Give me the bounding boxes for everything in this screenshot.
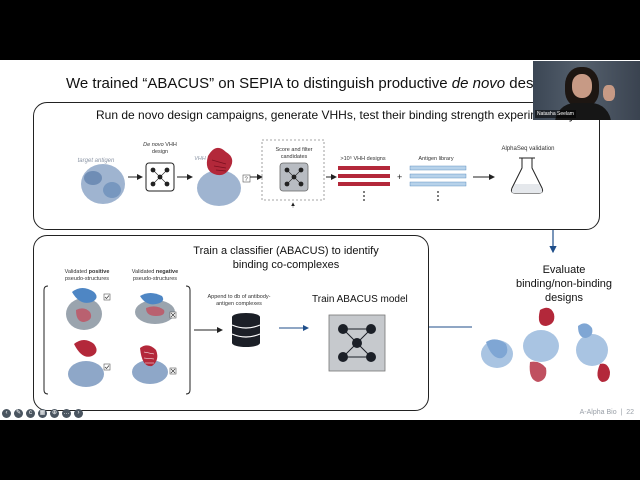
presentation-controls: ‹ ✎ c ▦ ⊕ … ›: [2, 409, 83, 418]
zoom-icon[interactable]: ⊕: [50, 409, 59, 418]
evaluate-heading: Evaluate binding/non-binding designs: [515, 264, 613, 304]
score-filter-label: Score and filter candidates: [275, 147, 313, 160]
vhh-designs-label: >10⁵ VHH designs: [340, 156, 386, 162]
append-db-label: Append to db of antibody-antigen complex…: [207, 294, 271, 307]
next-slide-icon[interactable]: ›: [74, 409, 83, 418]
previous-slide-icon[interactable]: ‹: [2, 409, 11, 418]
positive-structure-icon: [68, 340, 111, 387]
negative-structure-icon: [135, 293, 177, 324]
run-campaign-heading: Run de novo design campaigns, generate V…: [96, 108, 575, 122]
slide-footer: A-Alpha Bio | 22: [579, 409, 634, 416]
captions-icon[interactable]: c: [26, 409, 35, 418]
svg-text:?: ?: [245, 177, 249, 183]
train-classifier-panel: [33, 235, 429, 411]
antigen-library-label: Antigen library: [418, 156, 454, 162]
evaluated-structure-icon: [481, 339, 513, 368]
more-icon[interactable]: …: [62, 409, 71, 418]
de-novo-design-label: De novo VHH design: [143, 142, 177, 155]
antigen-library-bars-icon: [409, 165, 467, 201]
database-icon: [231, 313, 261, 347]
train-model-label: Train ABACUS model: [312, 294, 408, 305]
validated-negative-label: Validated negative pseudo-structures: [131, 269, 179, 282]
svg-text:+: +: [397, 172, 402, 182]
vhh-label: VHH: [194, 156, 206, 162]
vhh-designs-bars-icon: [338, 166, 390, 201]
flask-icon: [510, 157, 544, 194]
score-network-icon: [279, 162, 309, 192]
participant-name: Natasha Seelam: [535, 110, 576, 118]
speaker-face: [572, 74, 592, 98]
positive-structure-icon: [66, 288, 111, 330]
speaker-hand: [603, 85, 615, 101]
alphaseq-label: AlphaSeq validation: [501, 146, 555, 152]
abacus-model-network-icon: [328, 314, 386, 372]
train-classifier-heading: Train a classifier (ABACUS) to identify …: [193, 245, 379, 271]
validated-positive-label: Validated positive pseudo-structures: [64, 269, 110, 282]
workflow-diagram: ? +: [43, 139, 610, 395]
vhh-complex-protein-icon: ?: [197, 147, 251, 206]
slide: We trained “ABACUS” on SEPIA to distingu…: [0, 60, 640, 420]
evaluated-structure-icon: [576, 323, 610, 382]
evaluated-structure-icon: [523, 307, 559, 382]
grid-view-icon[interactable]: ▦: [38, 409, 47, 418]
neural-network-icon: [145, 162, 175, 192]
run-campaign-panel: [33, 102, 600, 230]
target-antigen-label: target antigen: [77, 158, 115, 164]
target-antigen-protein-icon: [81, 164, 125, 204]
negative-structure-icon: [132, 345, 177, 384]
speaker-video-tile[interactable]: Natasha Seelam: [533, 61, 640, 120]
pen-icon[interactable]: ✎: [14, 409, 23, 418]
